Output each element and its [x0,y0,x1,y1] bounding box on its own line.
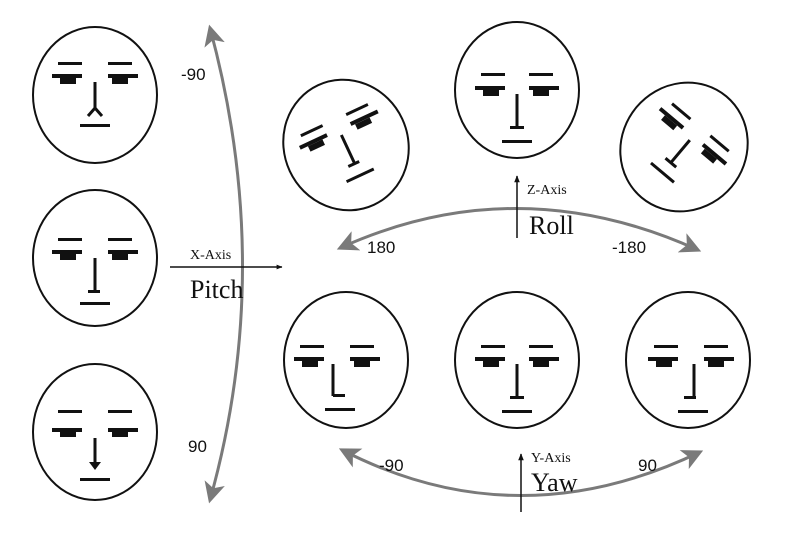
yaw-label: Yaw [531,468,578,497]
pitch-top-value: -90 [181,65,206,84]
yaw-arrow [338,448,704,497]
roll-arrow [336,207,702,253]
z-axis-label: Z-Axis [527,183,567,198]
roll-left-value: 180 [367,238,395,257]
x-axis-label: X-Axis [190,248,231,263]
pitch-bottom-value: 90 [188,437,207,456]
face-roll-right [619,81,749,213]
face-roll-left [282,78,410,212]
face-pitch-neutral [32,189,158,327]
face-yaw-center [454,291,580,429]
yaw-left-value: -90 [379,456,404,475]
face-pitch-up [32,26,158,164]
roll-label: Roll [529,211,574,240]
face-pitch-down [32,363,158,501]
pitch-arrow [204,24,244,504]
roll-right-value: -180 [612,238,646,257]
face-roll-center [454,21,580,159]
yaw-right-value: 90 [638,456,657,475]
pitch-label: Pitch [190,275,243,304]
y-axis-label: Y-Axis [531,451,571,466]
face-yaw-right [625,291,751,429]
face-yaw-left [283,291,409,429]
